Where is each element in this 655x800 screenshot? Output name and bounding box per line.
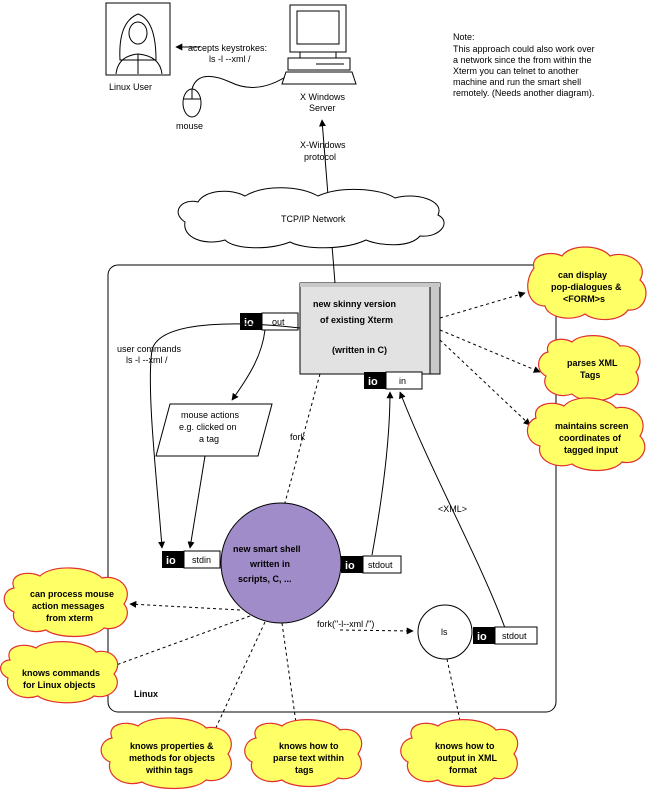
- svg-text:TCP/IP Network: TCP/IP Network: [281, 214, 346, 224]
- xterm-in-port: io in: [364, 371, 423, 390]
- svg-text:io: io: [345, 560, 355, 572]
- xterm-line-2: of existing Xterm: [320, 315, 393, 325]
- mouse-actions-box: [155, 403, 273, 457]
- linux-user-label: Linux User: [109, 82, 152, 92]
- svg-text:pop-dialogues &: pop-dialogues &: [551, 282, 622, 292]
- svg-text:output in XML: output in XML: [437, 753, 497, 763]
- svg-text:ls: ls: [441, 627, 448, 637]
- svg-text:can process mouse: can process mouse: [30, 589, 114, 599]
- keystrokes-command: ls -l --xml /: [209, 54, 251, 64]
- svg-text:knows how to: knows how to: [435, 741, 495, 751]
- svg-text:knows commands: knows commands: [22, 668, 100, 678]
- x-server-label-1: X Windows: [300, 92, 346, 102]
- fork-label: fork: [290, 432, 306, 442]
- shell-stdin-port: io stdin: [162, 550, 221, 569]
- svg-text:io: io: [244, 317, 254, 329]
- svg-text:knows properties &: knows properties &: [130, 741, 214, 751]
- mouse-icon: [182, 73, 291, 118]
- xterm-line-3: (written in C): [332, 345, 387, 355]
- svg-text:e.g. clicked on: e.g. clicked on: [179, 422, 237, 432]
- linux-user-icon: [105, 2, 171, 76]
- linux-label: Linux: [134, 689, 158, 699]
- ls-node: [417, 604, 473, 660]
- svg-text:remotely. (Needs another diagr: remotely. (Needs another diagram).: [453, 88, 594, 98]
- ls-stdout-port: io stdout: [473, 626, 538, 645]
- svg-text:Note:: Note:: [453, 32, 475, 42]
- cloud-knows-commands: knows commands for Linux objects: [0, 641, 119, 704]
- tcp-ip-network-cloud: [177, 187, 445, 249]
- user-commands-label-2: ls -l --xml /: [126, 355, 168, 365]
- note: Note: This approach could also work over…: [453, 32, 595, 98]
- svg-text:io: io: [477, 631, 487, 643]
- svg-text:maintains screen: maintains screen: [555, 421, 629, 431]
- svg-text:io: io: [368, 376, 378, 388]
- svg-text:knows how to: knows how to: [279, 741, 339, 751]
- svg-text:out: out: [272, 317, 285, 327]
- svg-text:io: io: [166, 555, 176, 567]
- svg-text:a network since the from withi: a network since the from within the: [453, 55, 592, 65]
- svg-text:in: in: [399, 376, 406, 386]
- svg-text:tagged input: tagged input: [564, 445, 618, 455]
- shell-stdout-port: io stdout: [341, 555, 402, 574]
- svg-text:from xterm: from xterm: [46, 613, 93, 623]
- svg-text:stdin: stdin: [192, 555, 211, 565]
- user-commands-label-1: user commands: [117, 344, 182, 354]
- svg-text:methods for objects: methods for objects: [129, 753, 215, 763]
- svg-text:stdout: stdout: [502, 631, 527, 641]
- cloud-output-xml: knows how to output in XML format: [400, 719, 519, 788]
- svg-text:parse text within: parse text within: [273, 753, 344, 763]
- svg-text:within tags: within tags: [145, 765, 193, 775]
- svg-text:<FORM>s: <FORM>s: [563, 294, 605, 304]
- svg-text:machine and run the smart shel: machine and run the smart shell: [453, 77, 581, 87]
- protocol-label-1: X-Windows: [300, 140, 346, 150]
- svg-text:mouse actions: mouse actions: [181, 410, 240, 420]
- svg-text:This approach could also work: This approach could also work over: [453, 44, 595, 54]
- svg-text:tags: tags: [295, 765, 314, 775]
- xml-label: <XML>: [438, 504, 467, 514]
- cloud-process-mouse: can process mouse action messages from x…: [3, 567, 128, 638]
- svg-text:for Linux objects: for Linux objects: [23, 680, 96, 690]
- protocol-label-2: protocol: [304, 152, 336, 162]
- cloud-maintains-screen: maintains screen coordinates of tagged i…: [526, 397, 646, 472]
- svg-text:can display: can display: [558, 270, 607, 280]
- xterm-line-1: new skinny version: [313, 299, 396, 309]
- cloud-can-display: can display pop-dialogues & <FORM>s: [527, 246, 647, 321]
- svg-text:coordinates of: coordinates of: [559, 433, 622, 443]
- cloud-knows-properties: knows properties & methods for objects w…: [100, 717, 232, 790]
- cloud-parse-text: knows how to parse text within tags: [244, 719, 363, 788]
- keystrokes-text: accepts keystrokes:: [188, 43, 267, 53]
- ls-fork-call: fork("-l--xml /"): [317, 619, 374, 629]
- svg-text:written in: written in: [249, 559, 290, 569]
- svg-text:Tags: Tags: [580, 370, 600, 380]
- svg-text:new smart shell: new smart shell: [233, 544, 301, 554]
- svg-text:scripts, C, ...: scripts, C, ...: [238, 574, 292, 584]
- x-server-label-2: Server: [309, 103, 336, 113]
- svg-text:stdout: stdout: [368, 560, 393, 570]
- svg-text:format: format: [449, 765, 477, 775]
- xterm-out-port: io out: [240, 312, 299, 331]
- cloud-parses-xml: parses XML Tags: [538, 335, 641, 402]
- xterm-box: [299, 282, 441, 375]
- linux-container: [107, 264, 557, 713]
- svg-text:a tag: a tag: [199, 434, 219, 444]
- computer-icon: [281, 4, 357, 85]
- svg-text:action messages: action messages: [32, 601, 105, 611]
- mouse-label: mouse: [176, 121, 203, 131]
- svg-text:Xterm you can telnet to anothe: Xterm you can telnet to another: [453, 66, 579, 76]
- svg-text:parses XML: parses XML: [567, 358, 618, 368]
